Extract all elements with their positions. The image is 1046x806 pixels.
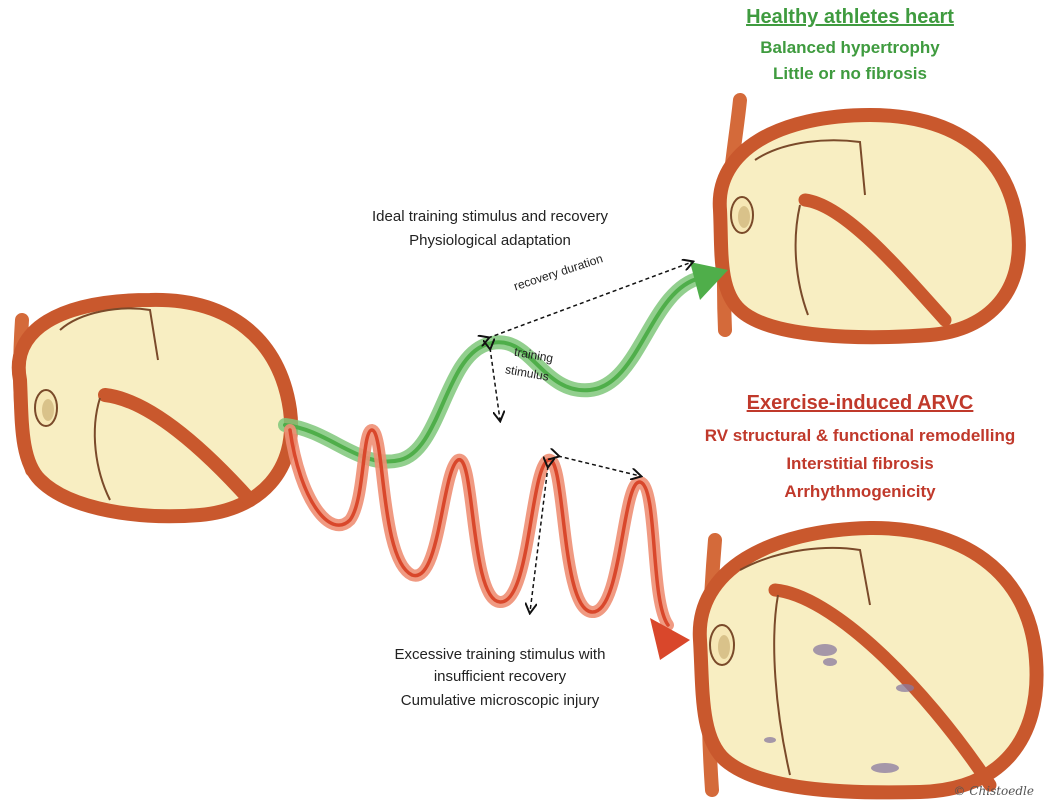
arvc-title: Exercise-induced ARVC <box>680 392 1040 415</box>
left-heart-illustration <box>19 300 291 516</box>
arvc-line1: RV structural & functional remodelling <box>680 424 1040 448</box>
training-stimulus-arrow <box>490 348 500 420</box>
arvc-heart-illustration <box>700 528 1037 792</box>
arvc-line3: Arrhythmogenicity <box>680 480 1040 504</box>
healthy-heart-title: Healthy athletes heart <box>710 6 990 29</box>
excessive-training-wave <box>290 430 690 660</box>
artist-credit: © Chistoedle <box>954 784 1035 798</box>
ideal-path-line1: Ideal training stimulus and recovery <box>330 206 650 228</box>
arvc-line2: Interstitial fibrosis <box>680 452 1040 476</box>
healthy-heart-line2: Little or no fibrosis <box>710 62 990 86</box>
excessive-path-line1: Excessive training stimulus with <box>340 644 660 666</box>
healthy-heart-line1: Balanced hypertrophy <box>710 36 990 60</box>
ideal-path-line2: Physiological adaptation <box>330 230 650 252</box>
healthy-heart-illustration <box>720 100 1019 337</box>
excessive-path-line2: insufficient recovery <box>340 666 660 688</box>
excessive-path-line3: Cumulative microscopic injury <box>340 690 660 712</box>
short-recovery-arrow <box>558 456 640 476</box>
